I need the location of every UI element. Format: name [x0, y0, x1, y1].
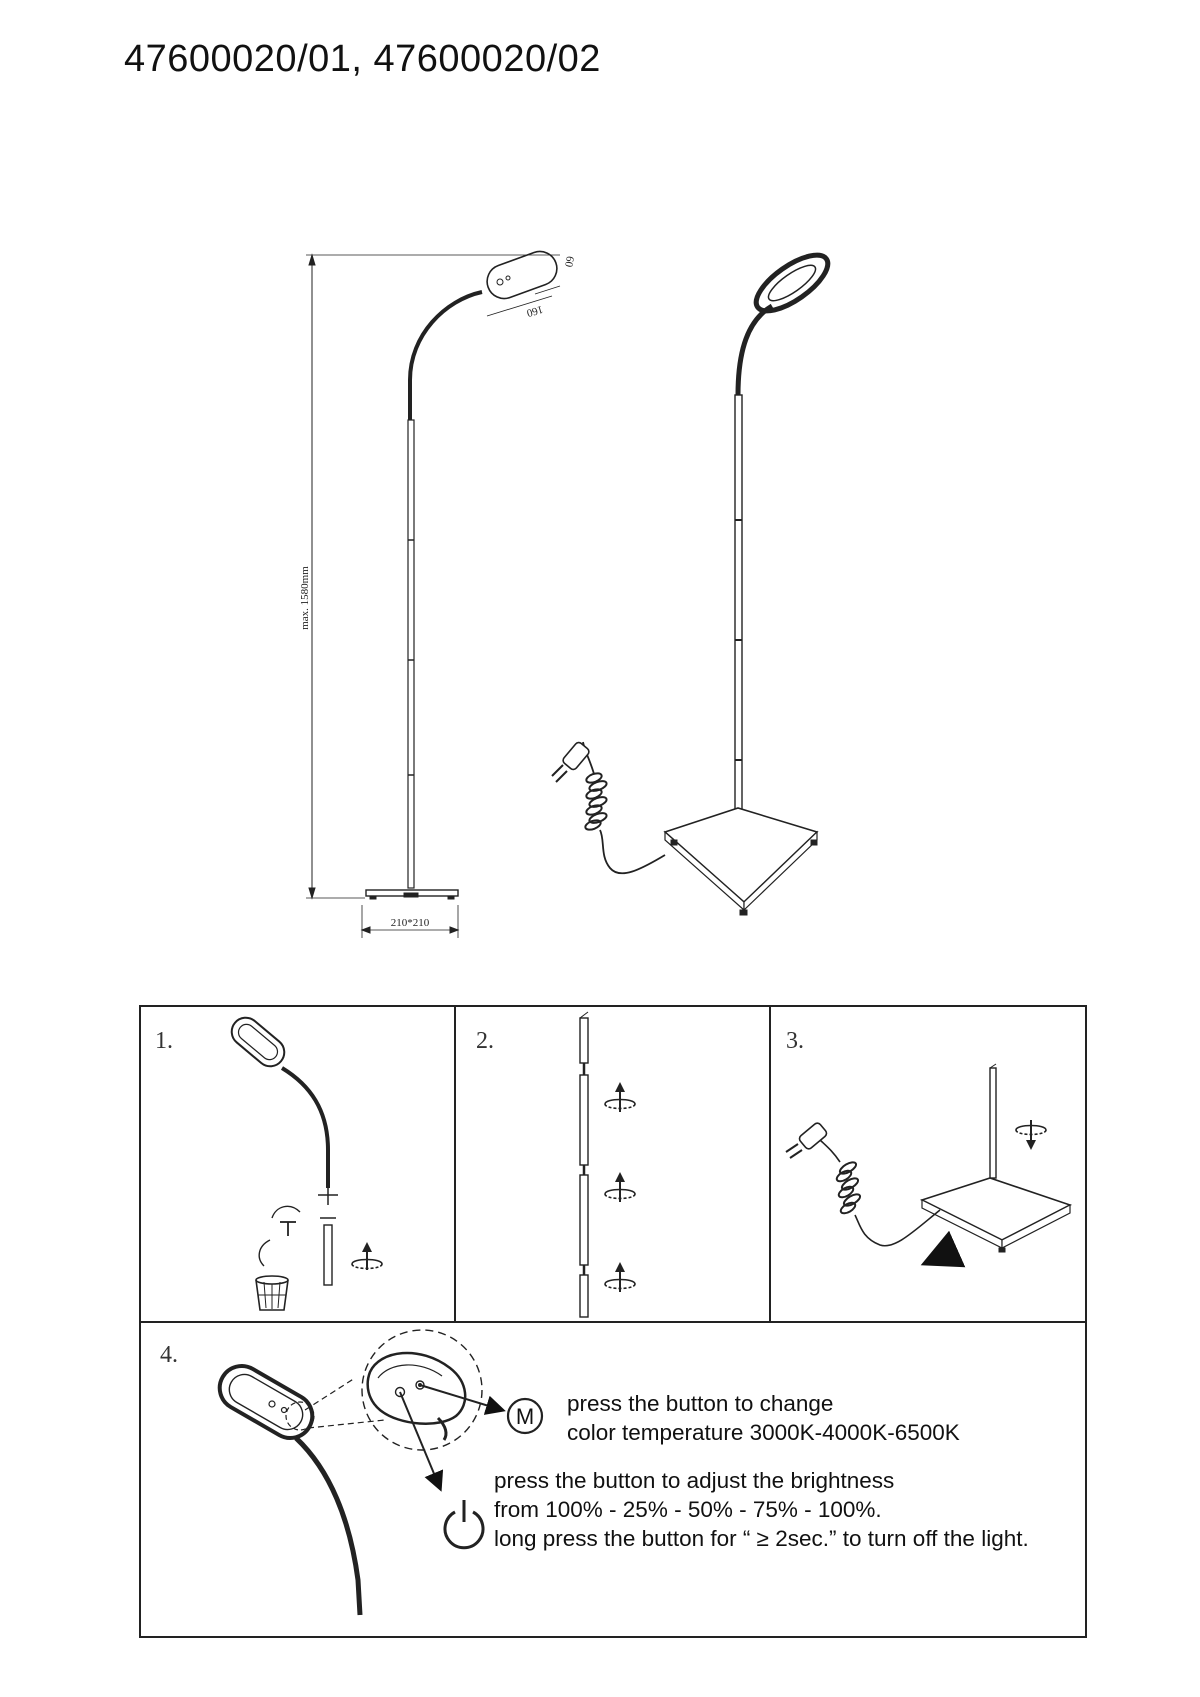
perspective-lamp	[551, 252, 831, 916]
power-button-icon	[443, 1500, 485, 1550]
power-instruction-line-2: from 100% - 25% - 50% - 75% - 100%.	[494, 1497, 882, 1522]
document-title: 47600020/01, 47600020/02	[124, 38, 601, 80]
rotate-arrow-icon	[604, 1262, 636, 1292]
step-1-illustration	[230, 1016, 383, 1311]
step-2-illustration	[579, 1011, 636, 1318]
dimension-drawing	[306, 250, 561, 938]
step-3-number: 3.	[786, 1028, 804, 1054]
power-instruction-line-1: press the button to adjust the brightnes…	[494, 1468, 895, 1493]
height-dimension-label: max. 1580mm	[299, 566, 311, 630]
power-adapter	[551, 741, 590, 783]
step-1-number: 1.	[155, 1028, 173, 1054]
svg-text:M: M	[516, 1404, 534, 1429]
lamp-head-outline	[486, 250, 561, 317]
step-3-illustration	[785, 1063, 1073, 1268]
head-depth-label: 60	[562, 255, 576, 268]
zoomed-control-panel	[366, 1351, 467, 1441]
instruction-grid	[139, 1005, 1087, 1638]
mode-instruction-line-2: color temperature 3000K-4000K-6500K	[567, 1420, 960, 1445]
rotate-arrow-icon	[351, 1242, 383, 1270]
power-instruction-line-3: long press the button for “ ≥ 2sec.” to …	[494, 1526, 1029, 1551]
power-button-instructions: press the button to adjust the brightnes…	[494, 1466, 1029, 1553]
mode-button-instructions: press the button to change color tempera…	[567, 1389, 960, 1447]
step-4-illustration: M	[217, 1329, 544, 1616]
head-width-label: 160	[525, 303, 545, 319]
rotate-arrow-icon	[1015, 1120, 1047, 1150]
step-4-number: 4.	[160, 1342, 178, 1368]
mode-button-icon: M	[506, 1397, 544, 1435]
rotate-arrow-icon	[604, 1082, 636, 1112]
mode-instruction-line-1: press the button to change	[567, 1391, 834, 1416]
base-dimension-label: 210*210	[391, 917, 430, 929]
perspective-lamp-head	[753, 252, 831, 314]
step-2-number: 2.	[476, 1028, 494, 1054]
rotate-arrow-icon	[604, 1172, 636, 1202]
power-adapter	[785, 1122, 828, 1159]
waste-basket-icon	[255, 1275, 289, 1311]
